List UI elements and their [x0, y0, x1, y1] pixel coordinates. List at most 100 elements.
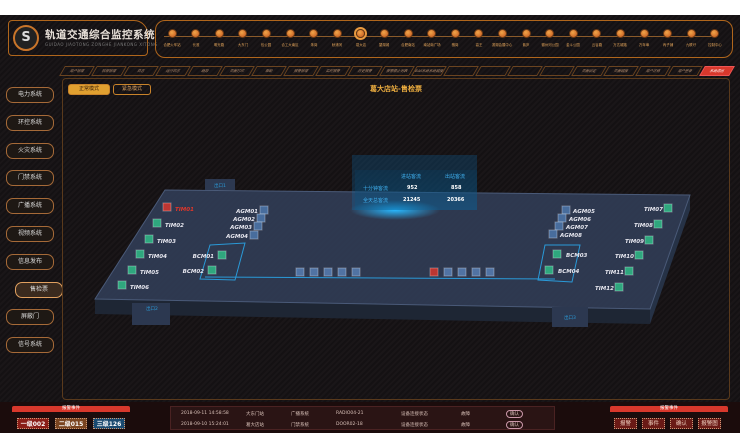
sidebar-item-4[interactable]: 广播系统: [6, 198, 54, 215]
agm-device[interactable]: [259, 205, 269, 215]
station-10[interactable]: 合肥南站: [396, 29, 420, 48]
station-5[interactable]: 合工大南区: [278, 29, 302, 48]
sidebar-item-5[interactable]: 视频系统: [6, 226, 54, 242]
event-system: 广播系统: [291, 412, 309, 417]
station-name: 九联圩: [686, 43, 697, 47]
gate-device[interactable]: [485, 267, 495, 277]
gate-device[interactable]: [351, 267, 361, 277]
event-action-button[interactable]: 确认: [506, 421, 523, 429]
alarm-action-button-0[interactable]: 报警: [614, 418, 637, 429]
station-19[interactable]: 万达城路: [608, 29, 632, 48]
station-1[interactable]: 长淮: [184, 29, 208, 48]
tim-device[interactable]: [162, 202, 172, 212]
tim-device[interactable]: [127, 265, 137, 275]
normal-mode-button[interactable]: 正常模式: [68, 84, 110, 95]
alarm-action-button-3[interactable]: 报警图: [698, 418, 721, 429]
gate-device[interactable]: [471, 267, 481, 277]
station-name: 大东门: [237, 43, 248, 47]
station-2[interactable]: 明光路: [207, 29, 231, 48]
gate-device[interactable]: [443, 267, 453, 277]
station-dot-icon: [427, 29, 437, 38]
gate-device[interactable]: [429, 267, 439, 277]
level3-alarm-button[interactable]: 三级126: [93, 418, 125, 429]
tim-label: TIM04: [148, 254, 167, 260]
sidebar-item-8[interactable]: 屏蔽门: [6, 309, 54, 326]
sidebar-item-3[interactable]: 门禁系统: [6, 170, 54, 187]
station-17[interactable]: 金斗公园: [561, 29, 585, 48]
station-20[interactable]: 万年埠: [632, 29, 656, 48]
agm-label: AGM01: [235, 209, 258, 215]
station-name: 骆岗: [451, 43, 459, 47]
app-window: S 轨道交通综合监控系统 GUIDAO JIAOTONG ZONGHE JIAN…: [0, 15, 740, 433]
agm-device[interactable]: [256, 213, 266, 223]
station-6[interactable]: 朱岗: [302, 29, 326, 48]
station-23[interactable]: 控制中心: [703, 29, 727, 48]
level1-alarm-button[interactable]: 一级002: [17, 418, 49, 429]
bcm-device[interactable]: [217, 250, 227, 260]
station-14[interactable]: 滨湖会展中心: [490, 29, 514, 48]
bcm-label: BCM03: [566, 253, 588, 259]
sidebar-item-2[interactable]: 火灾系统: [6, 142, 54, 159]
station-4[interactable]: 包公园: [254, 29, 278, 48]
station-8[interactable]: 葛大店: [349, 29, 373, 48]
gate-line: [204, 276, 556, 280]
main-panel: 正常模式 紧急模式 葛大店站-售检票: [62, 78, 730, 400]
alarm-action-button-2[interactable]: 确认: [670, 418, 693, 429]
gate-device[interactable]: [309, 267, 319, 277]
emergency-mode-button[interactable]: 紧急模式: [113, 84, 151, 95]
tim-device[interactable]: [135, 249, 145, 259]
agm-device[interactable]: [253, 221, 263, 231]
out-10min-value: 858: [451, 185, 462, 191]
agm-device[interactable]: [554, 221, 564, 231]
station-name: 朱岗: [310, 43, 318, 47]
exit-label: 出口2: [146, 305, 158, 312]
gate-device[interactable]: [323, 267, 333, 277]
tim-device[interactable]: [644, 235, 654, 245]
station-dot-icon: [545, 29, 555, 38]
event-action-button[interactable]: 确认: [506, 410, 523, 418]
station-18[interactable]: 云谷路: [585, 29, 609, 48]
gate-device[interactable]: [295, 267, 305, 277]
tim-device[interactable]: [144, 234, 154, 244]
sidebar-item-1[interactable]: 环控系统: [6, 114, 54, 131]
gate-device[interactable]: [457, 267, 467, 277]
tim-device[interactable]: [152, 218, 162, 228]
agm-device[interactable]: [561, 205, 571, 215]
bcm-device[interactable]: [544, 265, 554, 275]
station-11[interactable]: 南站南广场: [420, 29, 444, 48]
station-12[interactable]: 骆岗: [443, 29, 467, 48]
tim-device[interactable]: [653, 219, 663, 229]
station-7[interactable]: 秋浦河: [325, 29, 349, 48]
station-name: 控制中心: [707, 43, 722, 47]
bcm-device[interactable]: [552, 249, 562, 259]
tim-device[interactable]: [614, 282, 624, 292]
station-name: 丙子铺: [662, 43, 673, 47]
agm-device[interactable]: [557, 213, 567, 223]
alarm-action-button-1[interactable]: 事件: [642, 418, 665, 429]
station-0[interactable]: 合肥火车站: [160, 29, 184, 48]
level2-alarm-button[interactable]: 二级015: [55, 418, 87, 429]
sidebar-item-9[interactable]: 信号系统: [6, 337, 54, 354]
station-3[interactable]: 大东门: [231, 29, 255, 48]
agm-device[interactable]: [548, 229, 558, 239]
station-9[interactable]: 望湖城: [372, 29, 396, 48]
agm-device[interactable]: [249, 230, 259, 240]
station-name: 云谷路: [591, 43, 602, 47]
tim-device[interactable]: [663, 203, 673, 213]
tim-device[interactable]: [624, 266, 634, 276]
station-22[interactable]: 九联圩: [679, 29, 703, 48]
sidebar-item-6[interactable]: 信息发布: [6, 253, 54, 270]
station-21[interactable]: 丙子铺: [656, 29, 680, 48]
station-15[interactable]: 紫庐: [514, 29, 538, 48]
bcm-device[interactable]: [207, 265, 217, 275]
station-16[interactable]: 徽州河公园: [538, 29, 562, 48]
tim-device[interactable]: [634, 250, 644, 260]
station-name: 徽州河公园: [541, 43, 559, 47]
sidebar-item-0[interactable]: 电力系统: [6, 87, 54, 103]
event-time: 2018-09-10 15:24:01: [181, 422, 229, 427]
gate-device[interactable]: [337, 267, 347, 277]
exit-1-block: [205, 179, 235, 190]
sidebar-item-7[interactable]: 售检票: [15, 281, 63, 298]
station-13[interactable]: 高王: [467, 29, 491, 48]
tim-device[interactable]: [117, 280, 127, 290]
